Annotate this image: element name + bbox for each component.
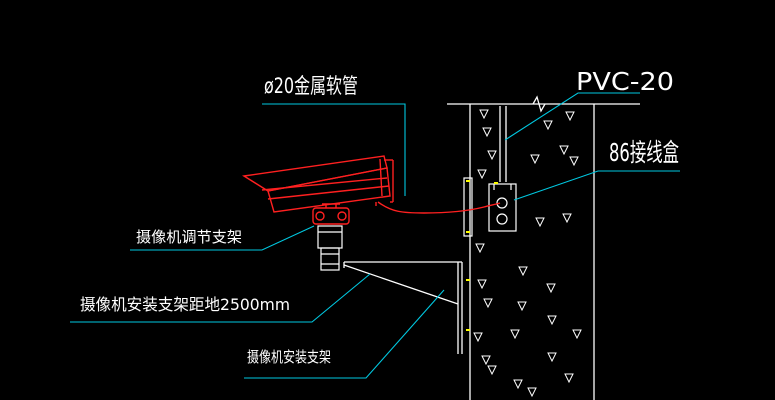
camera-adjust-joint: [312, 203, 350, 225]
label-adjust-bracket: 摄像机调节支架: [136, 228, 242, 246]
leader-junction-box: [513, 170, 680, 201]
leader-adjust-bracket: [130, 225, 315, 251]
junction-box-hole-lower: [496, 213, 508, 225]
mount-bracket: [343, 261, 463, 354]
label-metal-hose: ø20金属软管: [264, 74, 358, 98]
camera-body: [267, 167, 391, 213]
label-mount-height: 摄像机安装支架距地2500mm: [80, 295, 290, 314]
camera-housing: [242, 155, 394, 213]
camera-sunshield: [242, 155, 388, 192]
bracket-diagonal-brace: [343, 264, 459, 305]
leader-lines: [70, 92, 680, 379]
junction-box: [463, 177, 517, 237]
junction-box-plate: [463, 177, 473, 237]
leader-mount-bracket: [244, 289, 445, 379]
leader-pvc: [504, 92, 640, 141]
concrete-hatch: [473, 109, 582, 398]
metal-hose-cable: [377, 201, 501, 214]
leader-metal-hose: [262, 103, 406, 196]
label-junction-box: 86接线盒: [609, 138, 679, 167]
junction-box-hole-upper: [496, 197, 508, 209]
break-mark: [532, 95, 546, 113]
camera-assembly: [242, 155, 501, 271]
fixing-points: [466, 180, 498, 331]
wall-structure: [447, 95, 640, 400]
leader-mount-height: [70, 273, 371, 323]
camera-mount-column: [317, 225, 343, 271]
junction-box-body: [488, 183, 517, 232]
label-mount-bracket: 摄像机安装支架: [247, 348, 331, 366]
label-pvc-conduit: PVC-20: [576, 67, 674, 96]
